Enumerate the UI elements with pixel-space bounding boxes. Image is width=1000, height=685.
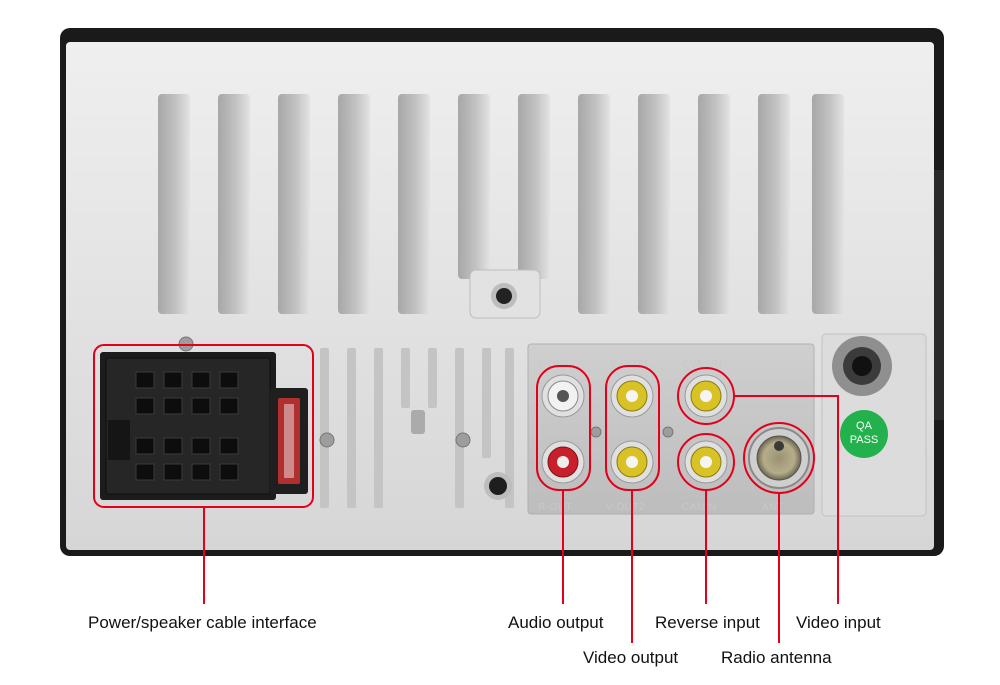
lower-vent-slots — [320, 348, 514, 508]
fuse — [284, 404, 294, 478]
pin — [191, 437, 211, 455]
pin — [191, 397, 211, 415]
rca-jack-v-out2[interactable] — [610, 440, 654, 484]
heatsink-fin — [758, 94, 790, 314]
qa-badge-line1: QA — [856, 420, 873, 432]
pin — [219, 397, 239, 415]
heatsink-fin — [638, 94, 670, 314]
callout-video-output: Video output — [583, 648, 679, 667]
iso-power-speaker-connector — [100, 352, 308, 500]
screw-icon — [662, 426, 674, 438]
rca-jack-cvbs-in[interactable] — [684, 374, 728, 418]
heatsink-fin — [518, 94, 550, 279]
screw-icon — [590, 426, 602, 438]
pin — [135, 437, 155, 455]
jack-label-v-out1: V-OUT1 — [610, 359, 649, 370]
heatsink-fin — [218, 94, 250, 314]
jack-label-r-out: R-OUT — [538, 502, 572, 513]
pin — [135, 371, 155, 389]
mount-hole — [496, 288, 512, 304]
vent-slot — [455, 348, 464, 508]
vent-slot — [428, 348, 437, 408]
heatsink-fin — [698, 94, 730, 314]
pin — [219, 371, 239, 389]
screw-icon — [319, 432, 335, 448]
aux-hole — [489, 477, 507, 495]
heatsink-fin — [398, 94, 430, 314]
vent-slot — [505, 348, 514, 508]
pin — [219, 463, 239, 481]
qa-badge-line2: PASS — [850, 434, 879, 446]
rca-jack-r-out[interactable] — [541, 440, 585, 484]
pin — [191, 463, 211, 481]
heatsink-fin — [158, 94, 190, 314]
cable-grommet-inner — [852, 356, 872, 376]
callout-audio-output: Audio output — [508, 613, 604, 632]
pin — [163, 437, 183, 455]
connector-key — [108, 420, 130, 460]
screw-icon — [455, 432, 471, 448]
pin — [135, 397, 155, 415]
jack-label-l-out: L-OUT — [538, 359, 571, 370]
pin — [191, 371, 211, 389]
heatsink-fin — [812, 94, 844, 314]
callout-leader-lines — [203, 395, 839, 643]
heatsink-fin — [578, 94, 610, 314]
jack-label-cvbs-in: CVBSIN — [682, 359, 722, 370]
rca-jack-cam-in[interactable] — [684, 440, 728, 484]
vent-slot — [401, 348, 410, 408]
callout-radio-antenna: Radio antenna — [721, 648, 832, 667]
clip-slot — [411, 410, 425, 434]
connector-pins — [135, 371, 239, 481]
pin — [163, 463, 183, 481]
leader-video-input — [734, 395, 839, 604]
vent-slot — [347, 348, 356, 508]
rca-jack-v-out1[interactable] — [610, 374, 654, 418]
vent-slot — [320, 348, 329, 508]
pin — [163, 397, 183, 415]
callout-video-input: Video input — [796, 613, 881, 632]
pin — [219, 437, 239, 455]
rca-jack-l-out[interactable] — [541, 374, 585, 418]
heatsink-fin — [458, 94, 490, 279]
pin — [135, 463, 155, 481]
pin — [163, 371, 183, 389]
callout-reverse-input: Reverse input — [655, 613, 760, 632]
jack-label-ant: ANT — [762, 502, 784, 513]
vent-slot — [482, 348, 491, 458]
vent-slot — [374, 348, 383, 508]
qa-pass-sticker: QA PASS — [840, 410, 888, 458]
heatsink-fin — [278, 94, 310, 314]
jack-label-v-out2: V-OUT2 — [606, 502, 645, 513]
iso-connector-face — [105, 357, 271, 495]
heatsink-fin — [338, 94, 370, 314]
heatsink-fins — [158, 94, 844, 314]
callout-power-speaker-cable-interface: Power/speaker cable interface — [88, 613, 317, 632]
antenna-socket[interactable] — [748, 427, 810, 489]
jack-label-cam-in: CAMIN — [682, 502, 717, 513]
